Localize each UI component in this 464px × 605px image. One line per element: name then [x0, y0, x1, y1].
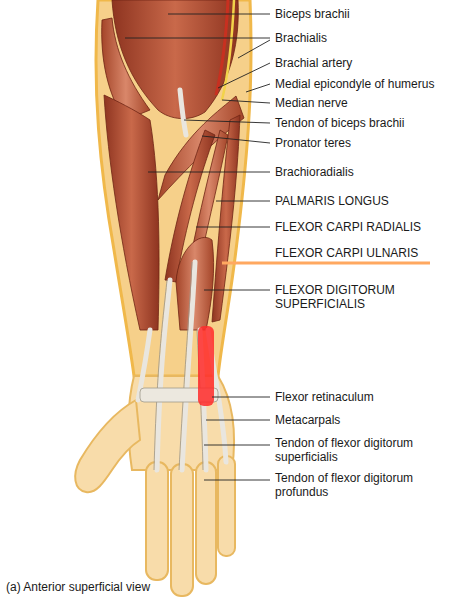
leader-line — [148, 172, 270, 173]
part-label: Tendon of flexor digitorum profundus — [275, 471, 445, 499]
leader-line — [238, 40, 270, 58]
muscles — [102, 0, 244, 330]
part-label: PALMARIS LONGUS — [275, 194, 389, 208]
leader-line — [212, 397, 270, 398]
finger — [146, 462, 168, 580]
part-label: Pronator teres — [275, 136, 351, 150]
tendon-outline — [154, 262, 203, 470]
leader-line — [218, 63, 270, 88]
part-label: Brachioradialis — [275, 165, 354, 179]
part-label: Median nerve — [275, 96, 348, 110]
part-label: FLEXOR CARPI ULNARIS — [275, 246, 418, 260]
part-label: Biceps brachii — [275, 7, 350, 21]
part-label: Tendon of biceps brachii — [275, 116, 404, 130]
part-label: Medial epicondyle of humerus — [275, 77, 434, 91]
part-label: Brachialis — [275, 31, 327, 45]
tendon-edge — [179, 262, 192, 470]
part-label: Brachial artery — [275, 56, 352, 70]
tendon-edge — [154, 280, 167, 470]
leader-line — [206, 420, 270, 421]
leader-line — [246, 84, 270, 92]
tendon — [180, 90, 186, 135]
part-label: Tendon of flexor digitorum superficialis — [275, 436, 445, 464]
part-label: Flexor retinaculum — [275, 390, 374, 404]
leader-line — [204, 290, 270, 291]
tendon — [182, 262, 195, 470]
highlight-line — [222, 262, 430, 265]
part-label: FLEXOR DIGITORUM SUPERFICIALIS — [275, 283, 450, 311]
leader-line — [196, 227, 270, 228]
leader-line — [204, 445, 270, 446]
tendon — [157, 280, 170, 470]
leader-line — [204, 480, 270, 481]
leader-line — [216, 201, 270, 202]
part-label: Metacarpals — [275, 413, 340, 427]
highlight-mark — [198, 326, 214, 406]
flexor-carpi-ulnaris-muscle — [212, 115, 240, 322]
part-label: FLEXOR CARPI RADIALIS — [275, 220, 421, 234]
leader-line — [222, 100, 270, 103]
leader-line — [125, 38, 270, 39]
figure-caption: (a) Anterior superficial view — [6, 580, 150, 594]
finger — [218, 456, 235, 556]
finger — [171, 464, 193, 596]
thumb — [75, 400, 140, 492]
brachioradialis-muscle — [104, 95, 159, 330]
leader-lines — [125, 14, 270, 480]
leader-line — [202, 136, 270, 143]
hand — [75, 376, 235, 596]
leader-line — [184, 120, 270, 123]
arm-skin — [96, 0, 251, 376]
tendons — [138, 90, 226, 470]
leader-line — [168, 14, 270, 15]
